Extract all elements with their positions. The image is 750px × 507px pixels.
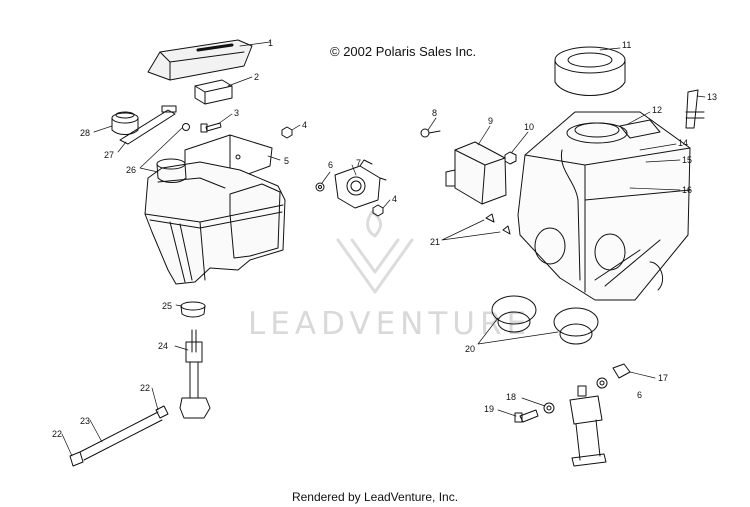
nut-part <box>281 126 384 217</box>
watermark-logo <box>336 210 414 294</box>
callout-19: 19 <box>484 404 494 414</box>
intake-boot-part <box>491 295 599 345</box>
callout-23: 23 <box>80 416 90 426</box>
callout-8: 8 <box>432 108 437 118</box>
filler-cap-part <box>111 111 139 135</box>
support-bracket-part <box>569 385 607 467</box>
grommet-part <box>180 301 206 318</box>
watermark-text: LEADVENTURE <box>248 306 532 342</box>
callout-24: 24 <box>158 341 168 351</box>
callout-4: 4 <box>302 120 307 130</box>
copyright-text: © 2002 Polaris Sales Inc. <box>330 44 477 59</box>
callout-3: 3 <box>234 108 239 118</box>
clip-part <box>685 89 705 129</box>
callout-10: 10 <box>524 122 534 132</box>
callout-21: 21 <box>430 237 440 247</box>
leader-lines <box>61 41 706 457</box>
callout-13: 13 <box>707 92 717 102</box>
callout-28: 28 <box>80 128 90 138</box>
callout-26: 26 <box>126 165 136 175</box>
oil-tank-part <box>144 161 286 285</box>
callout-14: 14 <box>678 138 688 148</box>
callout-25: 25 <box>162 301 172 311</box>
callout-20: 20 <box>465 344 475 354</box>
callout-6: 6 <box>328 160 333 170</box>
callout-12: 12 <box>652 105 662 115</box>
intake-flange-part <box>334 159 387 209</box>
callout-1: 1 <box>268 38 273 48</box>
footer-text: Rendered by LeadVenture, Inc. <box>291 490 459 504</box>
retaining-strap-part <box>119 105 190 145</box>
callout-5: 5 <box>284 156 289 166</box>
callout-17: 17 <box>658 373 668 383</box>
callout-11: 11 <box>622 40 631 50</box>
nut-part-2 <box>504 151 517 165</box>
callout-6: 6 <box>637 390 642 400</box>
air-box-part <box>517 111 691 301</box>
callout-7: 7 <box>356 158 361 168</box>
shoulder-bolt-part <box>612 363 631 379</box>
hose-clamp-part <box>69 405 169 467</box>
washer-part-2 <box>543 402 555 414</box>
callout-4: 4 <box>392 194 397 204</box>
screw-part <box>200 122 222 133</box>
callout-27: 27 <box>104 150 114 160</box>
foam-ring-part <box>554 46 626 96</box>
callout-15: 15 <box>682 155 692 165</box>
callout-22: 22 <box>140 383 150 393</box>
control-module-part <box>445 141 507 205</box>
bolt-part-2 <box>514 409 539 423</box>
bolt-part <box>420 128 441 138</box>
callout-16: 16 <box>682 185 692 195</box>
callout-labels: 1 2 3 4 4 5 6 6 7 8 9 10 11 12 13 14 15 … <box>52 38 717 439</box>
callout-9: 9 <box>488 116 493 126</box>
air-box-cover-part <box>147 39 253 81</box>
oil-fitting-part <box>179 329 211 419</box>
callout-18: 18 <box>506 392 516 402</box>
callout-22: 22 <box>52 429 62 439</box>
filler-neck-part <box>156 158 187 183</box>
oil-hose-part <box>79 411 163 461</box>
fastener-part <box>485 213 511 235</box>
callout-2: 2 <box>254 72 259 82</box>
foam-block-part <box>194 79 233 105</box>
